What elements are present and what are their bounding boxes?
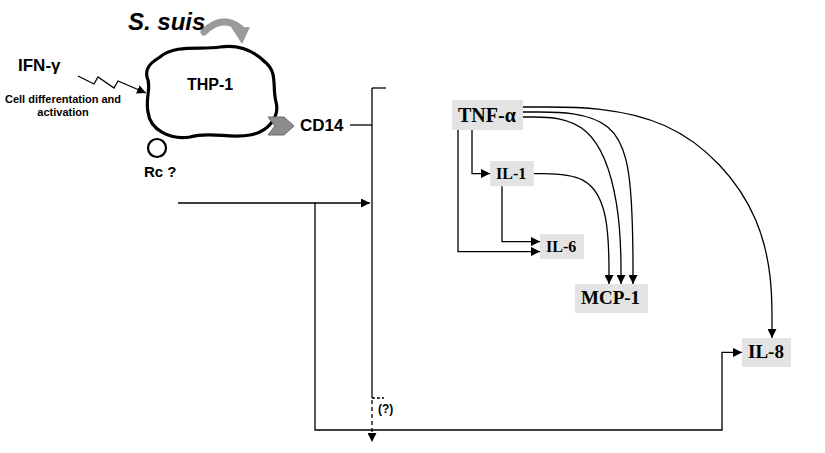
cytokine-box: MCP-1 bbox=[575, 284, 648, 313]
cell-outline-path bbox=[147, 46, 277, 137]
bracket-line bbox=[371, 88, 372, 398]
receptor-arrow-line bbox=[315, 202, 370, 203]
question-mark: (?) bbox=[378, 402, 393, 416]
cytokine-box: IL-8 bbox=[742, 338, 791, 367]
receptor: Rc ? bbox=[144, 137, 178, 207]
stimulus-name: IFN-γ bbox=[18, 56, 61, 76]
connector bbox=[502, 186, 540, 241]
node-label: IL-8 bbox=[748, 341, 785, 364]
receptor-shape-path bbox=[268, 117, 294, 135]
node-label: THP-1 bbox=[187, 76, 233, 94]
node-label: IL-6 bbox=[546, 237, 578, 256]
node-label: MCP-1 bbox=[581, 287, 642, 310]
cytokine-box: IL-1 bbox=[490, 161, 534, 186]
cytokine-box: TNF-α bbox=[452, 100, 523, 130]
cell-body: THP-1 bbox=[140, 42, 280, 142]
receptor-circle-shape bbox=[148, 139, 166, 157]
cytokine-box: IL-6 bbox=[540, 234, 584, 259]
node-label: Rc ? bbox=[144, 163, 178, 180]
connector bbox=[178, 203, 742, 430]
label-text: Cell differentation and activation bbox=[5, 93, 121, 118]
bracket-tick bbox=[372, 87, 386, 88]
connector bbox=[534, 174, 609, 284]
bracket-stem bbox=[350, 124, 372, 125]
receptor-shape bbox=[266, 113, 296, 139]
label-text: S. suis bbox=[128, 8, 205, 35]
stimulus-zigzag bbox=[78, 76, 146, 93]
connector bbox=[523, 117, 621, 284]
dashed-arrow bbox=[371, 400, 372, 442]
node-label: CD14 bbox=[300, 116, 343, 136]
connector bbox=[458, 130, 540, 252]
note: Cell differentation and activation bbox=[2, 93, 124, 119]
label-text: (?) bbox=[378, 402, 393, 416]
node-label: TNF-α bbox=[458, 103, 517, 127]
connector bbox=[472, 130, 490, 174]
receptor: CD14 bbox=[266, 113, 345, 139]
receptor-circle bbox=[146, 137, 168, 159]
bracket-tick bbox=[372, 397, 384, 398]
node-label: IL-1 bbox=[496, 164, 528, 183]
organism-name: S. suis bbox=[128, 8, 205, 37]
label-text: IFN-γ bbox=[18, 56, 61, 75]
connector bbox=[523, 112, 633, 284]
bacterium-arrowhead bbox=[231, 27, 250, 44]
connector bbox=[523, 107, 772, 338]
